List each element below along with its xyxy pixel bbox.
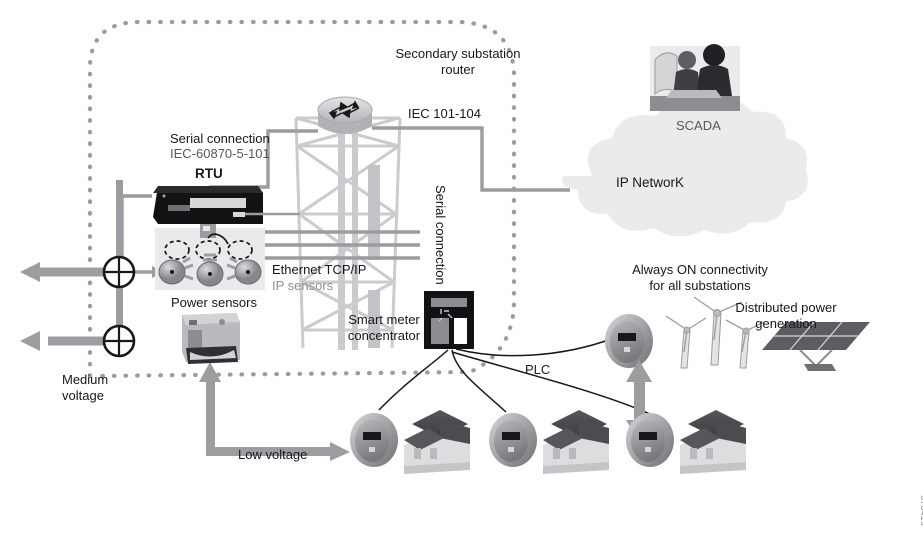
rtu-label: RTU [195, 166, 223, 181]
scada-workstation [650, 44, 740, 111]
house [404, 410, 470, 474]
smart-meter [626, 413, 674, 467]
ip-sensors-label: IP sensors [272, 278, 334, 293]
secondary-substation-router-label: Secondary substation router [395, 46, 521, 77]
rtu-device [153, 186, 300, 224]
plc-links [378, 337, 651, 415]
secondary-substation-router [317, 96, 373, 134]
smart-meter [489, 413, 537, 467]
transformer-upper [102, 255, 136, 289]
substation-meter [605, 314, 653, 368]
low-voltage-feed [199, 362, 350, 461]
smart-meter-concentrator [424, 291, 474, 349]
smart-meter-concentrator-label: Smart meter concentrator [347, 312, 421, 343]
premise-2 [489, 410, 609, 474]
switchgear-cabinet [182, 313, 240, 364]
serial-connection-vertical-label: Serial connection [433, 185, 448, 285]
iec-101-104-label: IEC 101-104 [408, 106, 481, 121]
smart-meter [350, 413, 398, 467]
always-on-connectivity-label: Always ON connectivity for all substatio… [632, 262, 768, 293]
figure-id: 378415 [919, 495, 923, 526]
power-sensor-group [155, 210, 265, 290]
plc-label: PLC [525, 362, 551, 377]
ip-network-cloud [561, 99, 808, 237]
premise-1 [350, 410, 470, 474]
low-voltage-label: Low voltage [238, 447, 308, 462]
power-sensors-label: Power sensors [171, 295, 257, 310]
premise-3 [626, 410, 746, 474]
link-router-to-ip-network [372, 126, 570, 192]
iec-60870-5-101-label: IEC-60870-5-101 [170, 146, 270, 161]
wind-turbines [665, 296, 765, 369]
transmission-tower [294, 116, 402, 350]
ethernet-tcpip-label: Ethernet TCP/IP [272, 262, 367, 277]
house [680, 410, 746, 474]
medium-voltage-label: Medium voltage [62, 372, 109, 403]
house [543, 410, 609, 474]
transformer-lower [102, 324, 136, 358]
ip-network-label: IP NetworK [616, 175, 685, 190]
solar-panel-array [762, 321, 870, 371]
distributed-power-generation-label: Distributed power generation [735, 300, 837, 331]
scada-label: SCADA [676, 118, 721, 133]
medium-voltage-bus [20, 180, 164, 352]
serial-connection-label: Serial connection [170, 131, 270, 146]
